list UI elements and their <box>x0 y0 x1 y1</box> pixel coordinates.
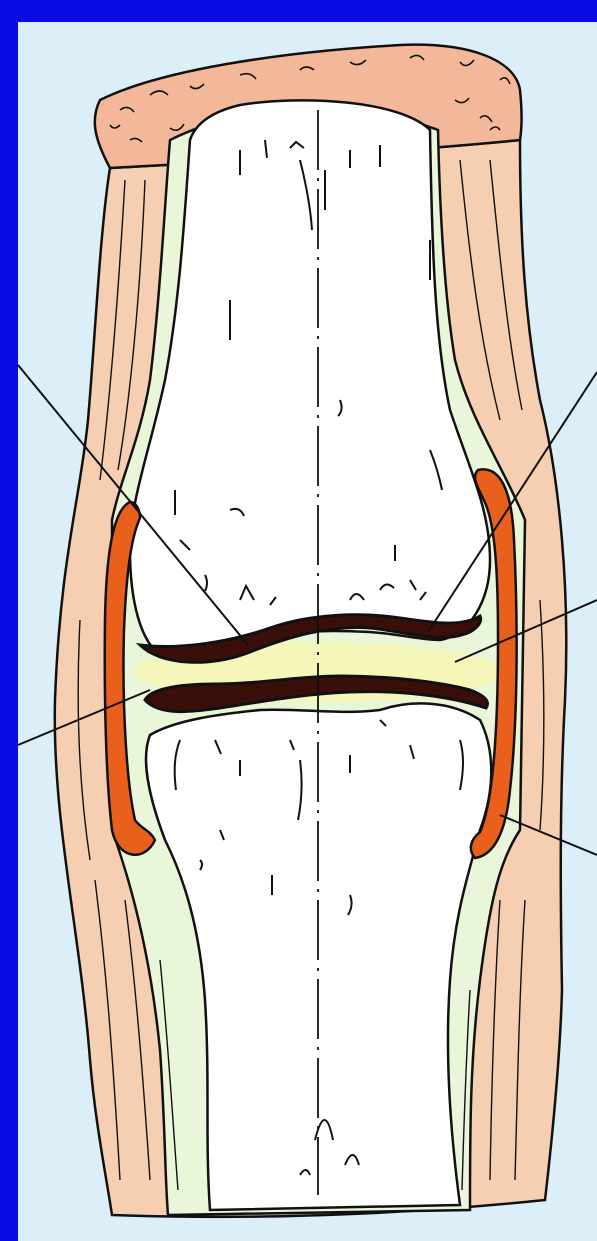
slide <box>0 0 597 1241</box>
joint-diagram <box>0 0 597 1241</box>
